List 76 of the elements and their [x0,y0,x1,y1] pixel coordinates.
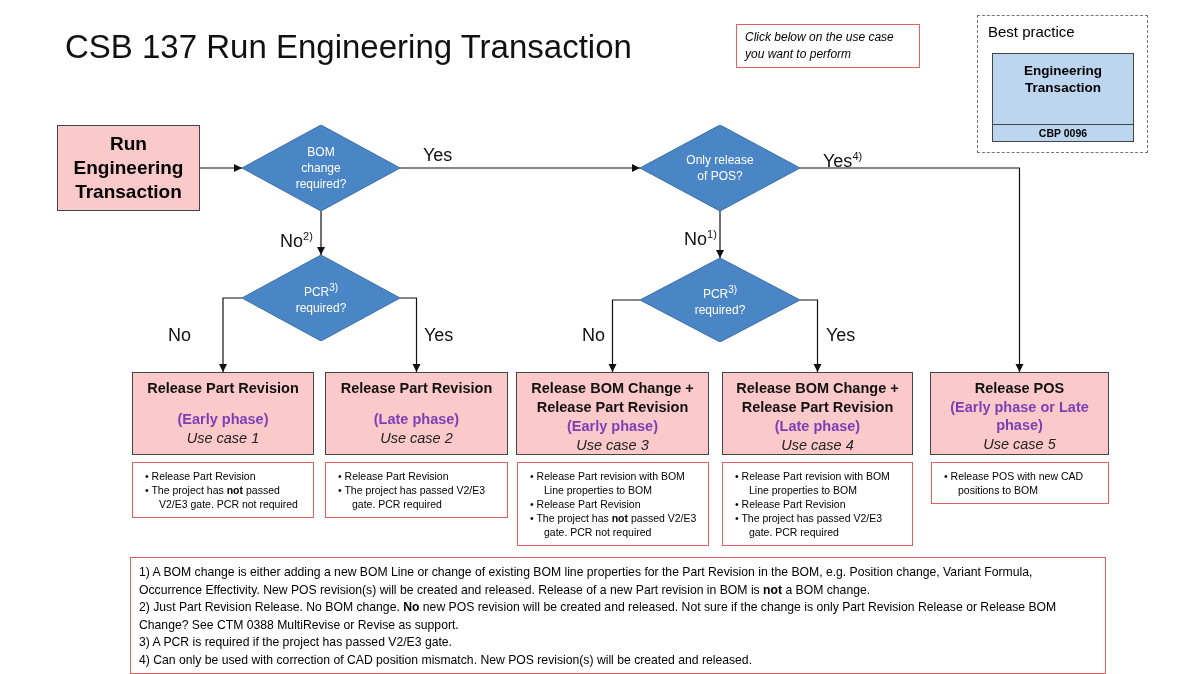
phase-label: (Early phase) [177,410,269,428]
footnote: 1) A BOM change is either adding a new BOM Line or change of existing BOM line properties for the Part Revision in the BOM, e.g. Position change, Variant Formula, Occurrence Effectivity. New POS revision(s) will be created and released. Release of a new Part revision in BOM is not a BOM change. [139,564,1034,599]
edge-label: No [582,325,605,345]
decision-diamond [242,125,400,211]
arrow [316,210,326,256]
practice-box [992,53,1134,142]
note-box [736,24,920,68]
bullet-text: • Release Part Revision [337,469,450,483]
edge-label: No [168,325,191,345]
description-box [722,462,913,546]
note-text: Click below on the use case you want to perform [745,30,894,61]
use-case-label: Use case 1 [186,429,260,448]
bullet-text: • Release Part Revision [144,469,257,483]
use-case-box [132,372,314,455]
bullet-text: • Release Part revision with BOM Line properties to BOM [529,469,686,497]
description-box [517,462,709,546]
edge-label: Yes$^{4)}$ [823,149,863,171]
decision-diamond [640,258,800,342]
use-case-box [722,372,913,455]
bullet-text: • Release Part revision with BOM Line properties to BOM [734,469,891,497]
bullet-text: • The project has passed V2/E3 gate. PCR required [734,511,884,539]
edge-label: No$^{2)}$ [280,229,313,251]
arrow [218,297,243,373]
use-case-box [516,372,709,455]
footnote-box [130,557,1106,674]
footnote: 4) Can only be used with correction of CAD position mismatch. New POS revision(s) will be created and released. [139,651,754,669]
phase-label: (Early phase) [566,417,659,435]
frame-title: Best practice [988,23,1075,40]
description-box [132,462,314,518]
bullet-text: • Release POS with new CAD positions to BOM [943,469,1085,497]
arrow [199,163,243,173]
phase-label: (Late phase) [373,410,460,428]
box-title: Run Engineering Transaction [72,132,185,204]
edge-label: Yes [424,325,454,345]
edge-label: No$^{1)}$ [684,227,717,249]
use-case-label: Use case 4 [781,436,854,455]
arrow [715,210,725,259]
arrow [799,167,1024,373]
code-band: CBP 0096 [993,124,1133,141]
use-case-label: Use case 3 [576,436,649,455]
use-case-label: Use case 2 [380,429,453,448]
footnote: 2) Just Part Revision Release. No BOM change. No new POS revision will be created and released. Not sure if the change is only Part Revision Release or Release BOM Change? See CTM 0388 MultiRevise or Revise as support. [139,599,1058,634]
decision-diamond [640,125,800,211]
dashed-frame [977,15,1148,153]
box-title: Release Part Revision [147,379,299,398]
diamond-label: PCR$^{3)}$ required? [693,283,747,318]
bullet-text: • The project has passed V2/E3 gate. PCR required [337,483,487,511]
box-title: Release BOM Change + Release Part Revision [530,379,695,417]
diamond-label: Only release of POS? [685,152,755,184]
bullet-text: • Release Part Revision [529,497,642,511]
description-box [931,462,1109,504]
arrow [799,299,822,373]
page-title: CSB 137 Run Engineering Transaction [65,28,632,66]
box-title: Engineering Transaction [1023,62,1103,97]
decision-diamond [242,255,400,341]
arrow [399,163,641,173]
bullet-text: • The project has not passed V2/E3 gate. PCR not required [529,511,698,539]
box-title: Release BOM Change + Release Part Revision [735,379,900,417]
edge-label: Yes [826,325,856,345]
footnote: 3) A PCR is required if the project has passed V2/E3 gate. [139,634,453,651]
phase-label: (Late phase) [774,417,861,435]
box-title: Release POS [974,379,1065,398]
description-box [325,462,508,518]
bullet-text: • The project has not passed V2/E3 gate. PCR not required [144,483,299,511]
use-case-box [325,372,508,455]
bullet-text: • Release Part Revision [734,497,847,511]
start-box [57,125,200,211]
box-title: Release Part Revision [340,379,493,398]
use-case-label: Use case 5 [983,435,1056,454]
diamond-label: BOM change required? [294,144,348,192]
use-case-box [930,372,1109,455]
edge-label: Yes [423,145,453,165]
arrow [399,297,421,373]
diamond-label: PCR$^{3)}$ required? [294,281,348,316]
arrow [608,299,641,373]
phase-label: (Early phase or Late phase) [949,398,1090,434]
